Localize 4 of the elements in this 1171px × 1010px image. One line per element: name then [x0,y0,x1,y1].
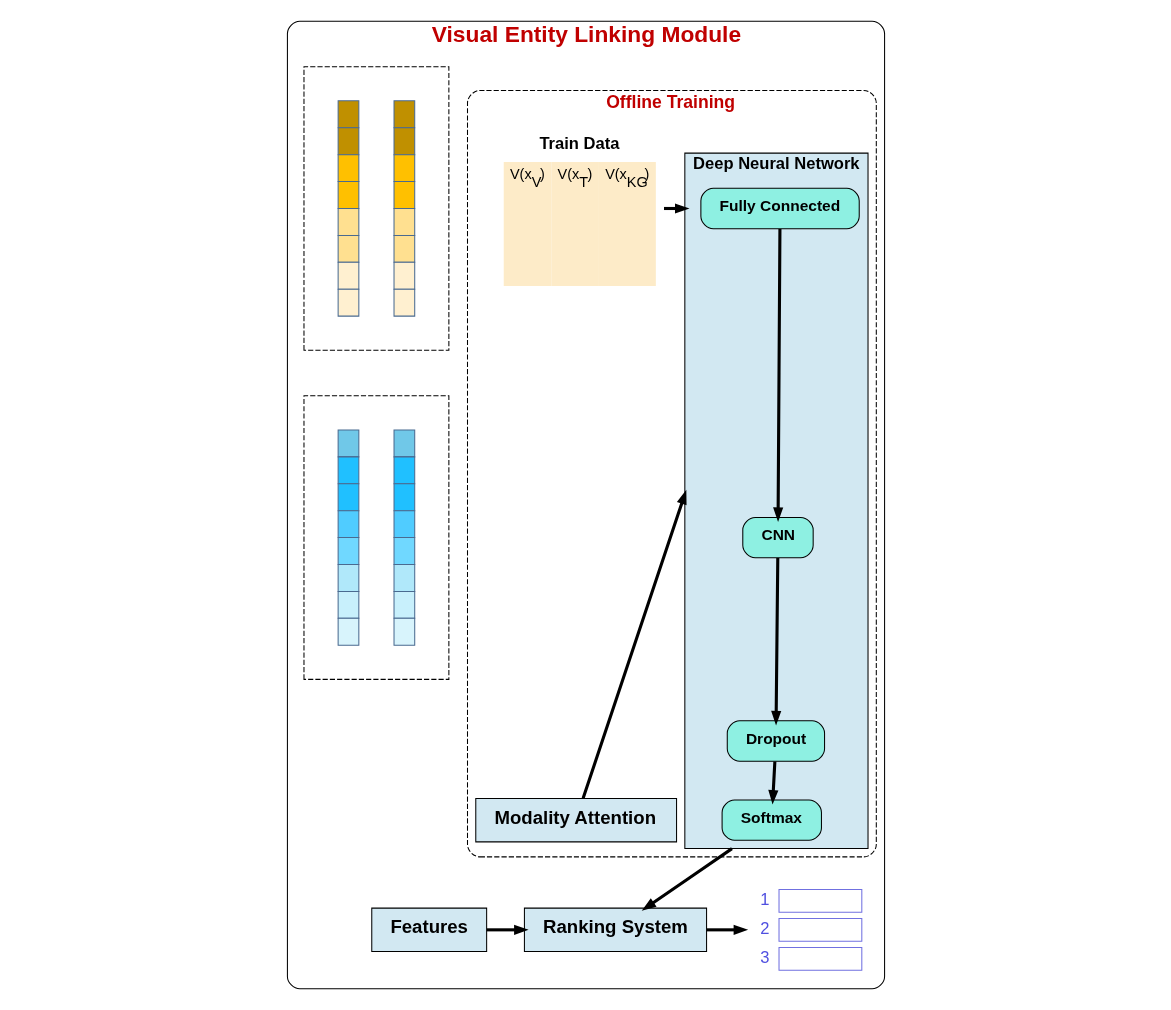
node-label: Train Data [538,134,619,154]
node-label: 3 [759,947,770,967]
node-label: 1 [759,889,770,909]
node-label: 2 [759,918,770,938]
